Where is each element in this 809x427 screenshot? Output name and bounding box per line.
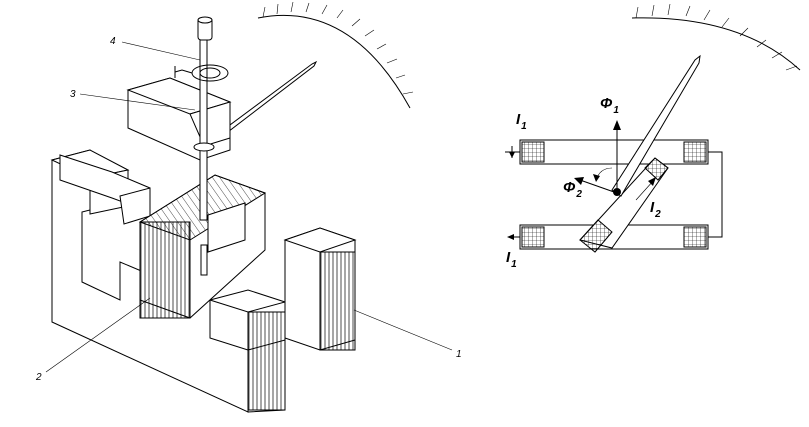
pivot xyxy=(613,188,621,196)
i2-label: I2 xyxy=(650,199,661,220)
shaft xyxy=(199,39,208,221)
i1-top-label: I1 xyxy=(516,111,527,132)
callout-2: 2 xyxy=(35,372,42,383)
instrument-drawing: 4 3 2 1 xyxy=(35,1,462,413)
fixed-coil-top xyxy=(519,139,709,165)
moving-coil-schematic xyxy=(579,157,669,253)
scale-ticks xyxy=(262,1,414,95)
spring xyxy=(174,64,229,82)
phi2-label: Φ2 xyxy=(563,179,582,200)
callout-4: 4 xyxy=(110,36,116,47)
schematic-drawing: Φ1 Φ2 I1 I1 I2 xyxy=(505,3,801,270)
scale-arc-right xyxy=(631,17,801,71)
callout-1: 1 xyxy=(456,349,462,360)
callout-3: 3 xyxy=(70,89,76,100)
phi1-label: Φ1 xyxy=(600,95,619,116)
scale-arc xyxy=(257,14,411,109)
i1-bottom-label: I1 xyxy=(506,249,517,270)
